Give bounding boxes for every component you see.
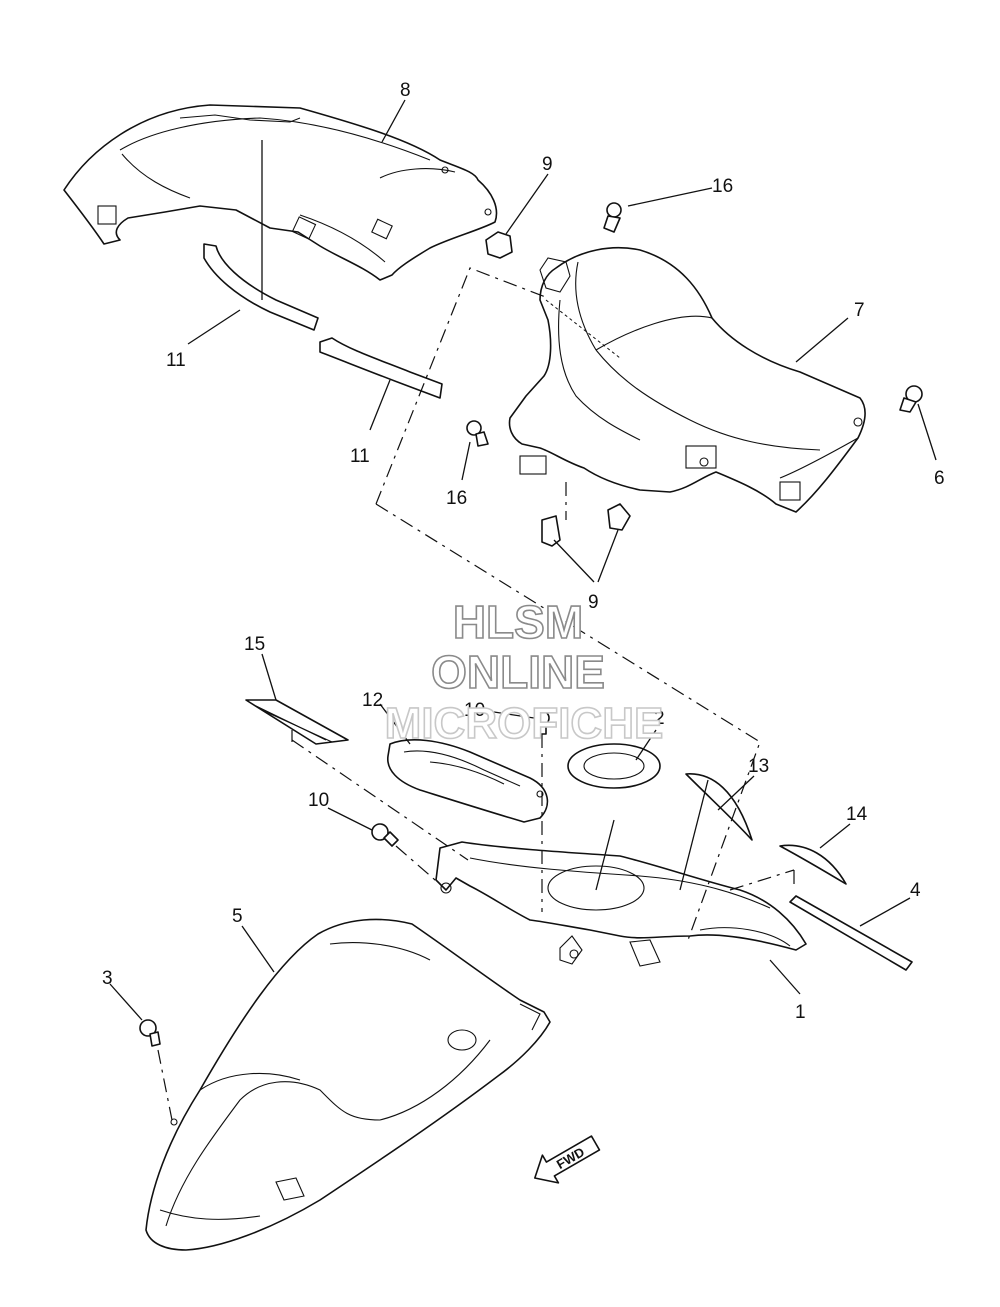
callout-6: 6 (934, 468, 945, 489)
callout-13: 13 (748, 756, 769, 777)
callout-7: 7 (854, 300, 865, 321)
part-16-bolt-top (603, 202, 622, 233)
part-6-bolt (899, 385, 923, 413)
callout-11-right: 11 (350, 446, 370, 467)
watermark-line-2: ONLINE (431, 646, 605, 698)
callout-9-top: 9 (542, 154, 553, 175)
part-2-grommet (567, 743, 661, 789)
part-15-emblem (245, 699, 349, 745)
watermark-line-1: HLSM (453, 596, 583, 648)
part-8-upper-cover (63, 104, 498, 281)
part-1-inner-panel (435, 841, 807, 967)
callout-15: 15 (244, 634, 265, 655)
callout-14: 14 (846, 804, 868, 825)
part-11-seal-upper (203, 243, 319, 331)
part-10-bolt-top (534, 710, 550, 735)
part-9-clip-top (485, 231, 513, 259)
callout-16-top: 16 (712, 176, 733, 197)
callout-8: 8 (400, 80, 411, 101)
part-7-main-cover (508, 247, 866, 513)
part-3-bolt (139, 1019, 161, 1047)
part-9-clip-left (541, 515, 561, 547)
callout-4: 4 (910, 880, 921, 901)
part-16-bolt-left (466, 420, 489, 447)
callout-9-bottom: 9 (588, 592, 599, 613)
part-10-bolt-left (371, 823, 399, 847)
callout-labels: 1 2 3 4 5 6 7 8 9 9 10 10 11 11 12 13 14… (102, 80, 945, 1023)
watermark-line-3: MICROFICHE (385, 699, 664, 748)
part-9-clip-right (607, 503, 631, 531)
callout-12: 12 (362, 690, 383, 711)
callout-16-left: 16 (446, 488, 467, 509)
callout-10-top: 10 (464, 700, 485, 721)
callout-3: 3 (102, 968, 113, 989)
callout-2: 2 (654, 708, 665, 729)
callout-11-left: 11 (166, 350, 186, 371)
callout-10-left: 10 (308, 790, 329, 811)
part-11-seal-lower (319, 337, 443, 399)
fwd-direction-arrow: FWD (534, 1135, 601, 1184)
part-12-inner-duct (387, 739, 549, 823)
part-14-decal (779, 844, 847, 885)
callout-5: 5 (232, 906, 243, 927)
part-13-decal (685, 773, 753, 841)
leader-lines (109, 99, 937, 1021)
part-5-front-cowl (145, 918, 551, 1251)
watermark: HLSM ONLINE MICROFICHE (384, 595, 664, 749)
assembly-lines (157, 267, 795, 1121)
part-4-strip (789, 895, 913, 971)
callout-1: 1 (795, 1002, 806, 1023)
